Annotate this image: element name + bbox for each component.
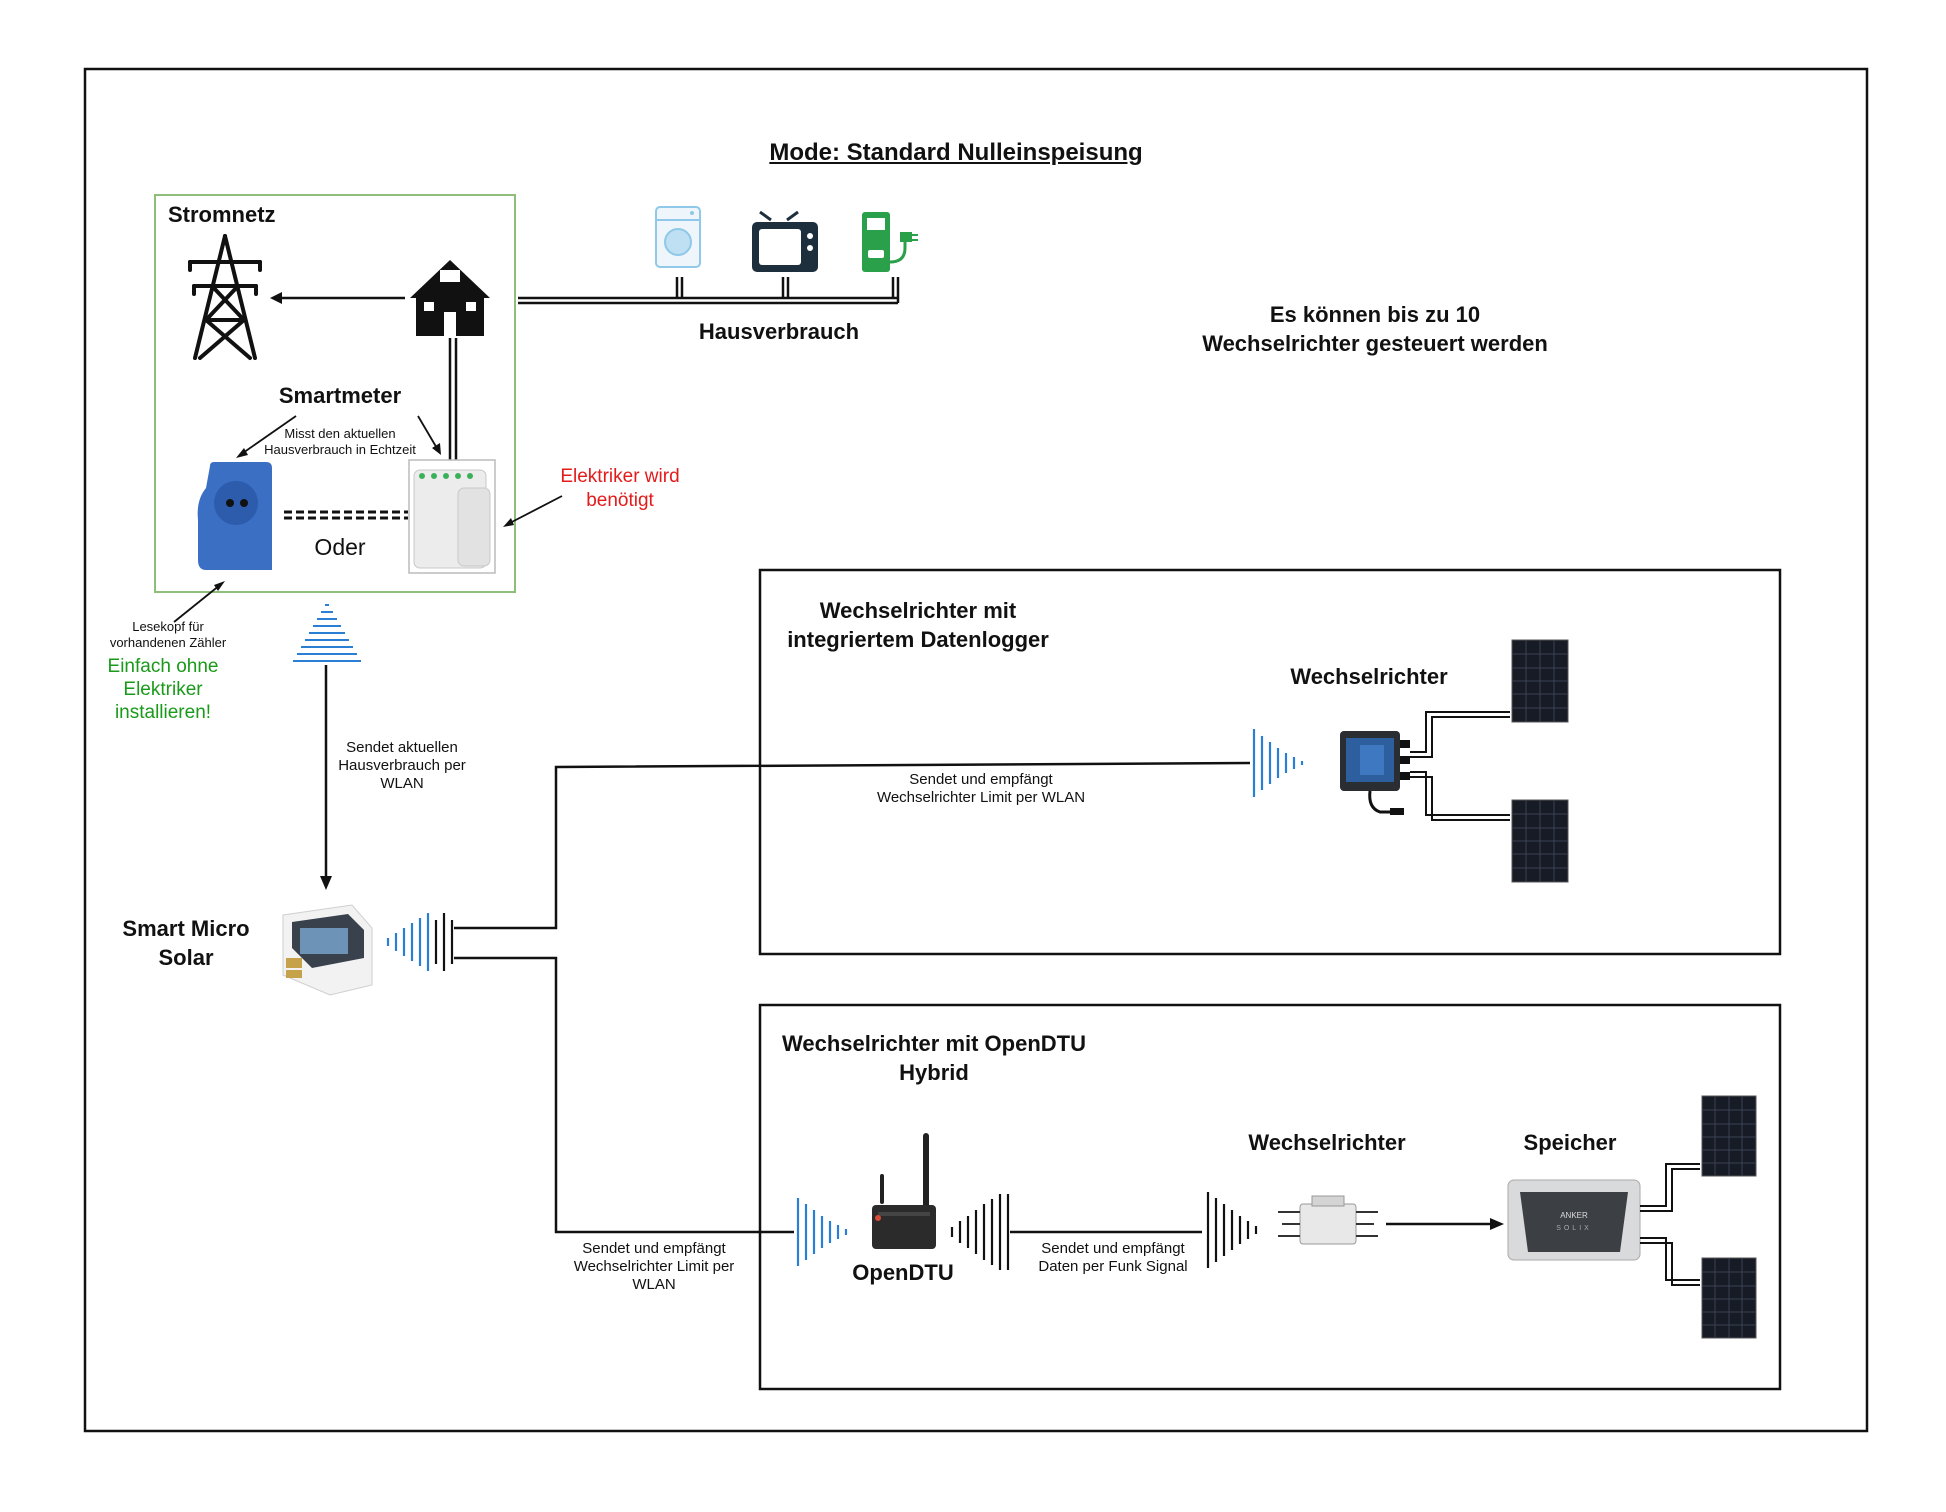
box1-inverter-label: Wechselrichter bbox=[1290, 664, 1448, 689]
box1-wifi-waves-icon bbox=[1252, 729, 1304, 797]
box2-frame bbox=[758, 1003, 1782, 1391]
opendtu-wifi-waves-icon bbox=[796, 1198, 848, 1266]
box1-inverter-icon bbox=[1340, 731, 1410, 815]
radio-link-1: Sendet und empfängt bbox=[1041, 1240, 1185, 1257]
reader-label-2: vorhandenen Zähler bbox=[109, 635, 227, 650]
box2-left-link-3: WLAN bbox=[632, 1276, 676, 1293]
box1-frame bbox=[758, 568, 1782, 956]
max-info-2: Wechselrichter gesteuert werden bbox=[1202, 331, 1548, 356]
reader-label-1: Lesekopf für bbox=[132, 619, 204, 634]
box1-panel-wiring bbox=[1410, 711, 1510, 821]
easy-install-3: installieren! bbox=[114, 702, 212, 723]
box2-inverter-waves-icon bbox=[1206, 1192, 1258, 1268]
sends-consumption-3: WLAN bbox=[380, 775, 424, 792]
washing-machine-icon bbox=[655, 206, 701, 268]
device-wifi-waves-icon bbox=[386, 913, 454, 971]
smartmeter-label: Smartmeter bbox=[278, 383, 402, 408]
oder-dashed-line bbox=[284, 510, 408, 520]
box1-link-1: Sendet und empfängt bbox=[909, 771, 1053, 788]
easy-install-1: Einfach ohne bbox=[107, 656, 219, 677]
box2-title-2: Hybrid bbox=[899, 1060, 969, 1085]
max-info-1: Es können bis zu 10 bbox=[1269, 302, 1481, 327]
smartmeter-arrows bbox=[236, 415, 441, 458]
din-rail-meter-icon bbox=[408, 459, 496, 574]
wifi-signal-icon bbox=[293, 604, 361, 662]
diagram-title: Mode: Standard Nulleinspeisung bbox=[769, 139, 1143, 166]
box1-solar-panel-top-icon bbox=[1511, 639, 1569, 723]
box1-title-2: integriertem Datenlogger bbox=[787, 627, 1049, 652]
tv-icon bbox=[752, 210, 818, 272]
opendtu-label: OpenDTU bbox=[852, 1260, 954, 1285]
electrician-arrow bbox=[507, 495, 563, 525]
box2-solar-panel-bottom-icon bbox=[1701, 1257, 1757, 1339]
storage-battery-icon: ANKER SOLIX bbox=[1507, 1179, 1641, 1261]
sends-consumption-2: Hausverbrauch per bbox=[338, 757, 466, 774]
storage-brand-2: SOLIX bbox=[1556, 1225, 1592, 1232]
reader-head-icon bbox=[197, 462, 272, 570]
smartmeter-desc-2: Hausverbrauch in Echtzeit bbox=[264, 442, 416, 457]
smartmeter-desc-1: Misst den aktuellen bbox=[284, 426, 396, 441]
box2-left-link-2: Wechselrichter Limit per bbox=[573, 1258, 735, 1275]
reader-arrow bbox=[173, 584, 221, 623]
box2-inverter-icon bbox=[1278, 1195, 1378, 1245]
box1-title-1: Wechselrichter mit bbox=[819, 598, 1017, 623]
box2-left-link-1: Sendet und empfängt bbox=[582, 1240, 726, 1257]
box2-solar-panel-top-icon bbox=[1701, 1095, 1757, 1177]
electrician-needed-2: benötigt bbox=[586, 490, 654, 511]
device-to-box1-link bbox=[454, 761, 1251, 930]
grid-label: Stromnetz bbox=[168, 202, 276, 227]
smart-micro-solar-device bbox=[282, 904, 373, 996]
house-icon bbox=[410, 260, 490, 336]
power-pylon-icon bbox=[188, 234, 262, 360]
consumption-bus bbox=[518, 277, 900, 305]
box1-solar-panel-bottom-icon bbox=[1511, 799, 1569, 883]
ev-charger-icon bbox=[862, 212, 918, 272]
consumption-label: Hausverbrauch bbox=[698, 319, 860, 344]
oder-label: Oder bbox=[314, 534, 366, 560]
box1-link-2: Wechselrichter Limit per WLAN bbox=[876, 789, 1086, 806]
storage-brand-1: ANKER bbox=[1560, 1211, 1588, 1220]
box2-title-1: Wechselrichter mit OpenDTU bbox=[782, 1031, 1086, 1056]
house-meter-line bbox=[448, 338, 458, 462]
outer-frame bbox=[83, 67, 1869, 1433]
opendtu-device-icon bbox=[872, 1133, 936, 1249]
opendtu-radio-waves-icon bbox=[950, 1194, 1010, 1270]
device-to-box2-link bbox=[454, 956, 794, 1234]
easy-install-2: Elektriker bbox=[123, 679, 203, 700]
grid-frame bbox=[154, 194, 516, 593]
electrician-needed-1: Elektriker wird bbox=[560, 466, 680, 487]
box2-inverter-label: Wechselrichter bbox=[1248, 1130, 1406, 1155]
radio-link-2: Daten per Funk Signal bbox=[1038, 1258, 1188, 1275]
device-label-2: Solar bbox=[158, 945, 214, 970]
storage-label: Speicher bbox=[1523, 1130, 1617, 1155]
device-label-1: Smart Micro bbox=[122, 916, 250, 941]
box2-panel-wiring bbox=[1640, 1163, 1700, 1286]
sends-consumption-1: Sendet aktuellen bbox=[346, 739, 458, 756]
